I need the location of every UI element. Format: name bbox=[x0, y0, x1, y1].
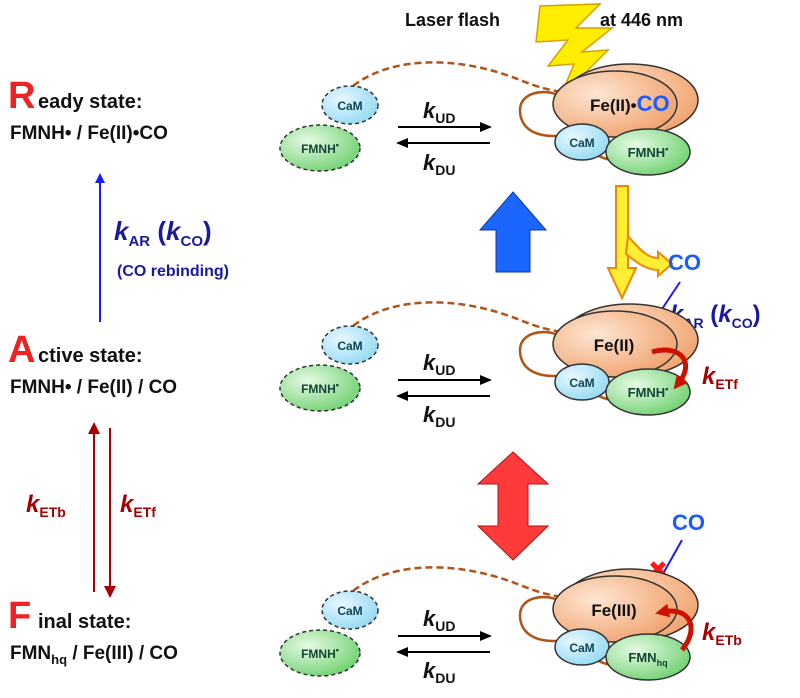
fmn-domain-free bbox=[279, 629, 361, 677]
cam-domain-free bbox=[321, 590, 379, 630]
linker-dashed bbox=[344, 61, 569, 94]
co-released-label: CO bbox=[668, 250, 701, 275]
ready-row: CaM FMNH• kUD kDU Fe(II)•CO CaM FMNH• bbox=[279, 61, 699, 178]
k-ud-label: kUD bbox=[423, 98, 455, 126]
k-etb-right-label: kETb bbox=[702, 619, 742, 648]
yellow-branch-arrow bbox=[624, 233, 674, 279]
electron-transfer-back-arrow bbox=[655, 603, 694, 652]
laser-flash-label: Laser flash bbox=[405, 10, 500, 30]
k-ar-label: kAR (kCO) bbox=[114, 216, 212, 250]
k-etb-left-label: kETb bbox=[26, 491, 66, 520]
ready-title: eady state: bbox=[38, 91, 143, 113]
cam-domain-bound bbox=[554, 363, 610, 401]
cam-label: CaM bbox=[569, 641, 594, 655]
fe-ii-co-label: Fe(II)•CO bbox=[590, 91, 670, 116]
fmnh-label: FMNH• bbox=[628, 144, 669, 160]
active-title: ctive state: bbox=[38, 345, 143, 367]
final-row: CaM FMNH• kUD kDU Fe(III) CaM FMNhq kETb bbox=[279, 566, 742, 686]
cam-label: CaM bbox=[569, 136, 594, 150]
co-blocked-label: CO bbox=[672, 510, 705, 535]
cam-label: CaM bbox=[569, 376, 594, 390]
k-ud-label: kUD bbox=[423, 350, 455, 378]
fmnh-label: FMNH• bbox=[301, 140, 339, 156]
cam-domain-bound bbox=[554, 628, 610, 666]
fmn-domain-bound bbox=[605, 633, 691, 681]
fmn-domain-free bbox=[279, 124, 361, 172]
linker-dashed bbox=[344, 566, 569, 599]
fmnh-label: FMNH• bbox=[628, 384, 669, 400]
final-title: inal state: bbox=[38, 611, 131, 633]
fmn-domain-bound bbox=[605, 368, 691, 416]
k-du-label: kDU bbox=[423, 150, 455, 178]
k-etf-left-label: kETf bbox=[120, 491, 156, 520]
cam-label: CaM bbox=[337, 99, 362, 113]
ready-species: FMNH• / Fe(II)•CO bbox=[10, 123, 168, 144]
k-ar-right-label: kAR (kCO) bbox=[670, 301, 761, 331]
fmn-domain-free bbox=[279, 364, 361, 412]
active-species: FMNH• / Fe(II) / CO bbox=[10, 377, 177, 398]
ready-initial: R bbox=[8, 75, 35, 117]
electron-transfer-forward-arrow bbox=[651, 347, 689, 390]
fmn-domain-bound bbox=[605, 128, 691, 176]
fmnh-label: FMNH• bbox=[301, 645, 339, 661]
active-row: CaM FMNH• kUD kDU Fe(II) CaM FMNH• kETf bbox=[279, 301, 738, 430]
big-red-double-arrow bbox=[476, 451, 550, 561]
linker-dashed bbox=[344, 301, 569, 334]
yellow-down-arrow bbox=[606, 185, 638, 301]
k-etf-right-label: kETf bbox=[702, 363, 738, 392]
cam-domain-bound bbox=[554, 123, 610, 161]
fe-iii-label: Fe(III) bbox=[591, 601, 636, 620]
big-blue-up-arrow bbox=[478, 191, 548, 273]
cam-domain-free bbox=[321, 325, 379, 365]
fmnh-label: FMNH• bbox=[301, 380, 339, 396]
k-du-label: kDU bbox=[423, 658, 455, 686]
laser-wavelength-label: at 446 nm bbox=[600, 10, 683, 30]
fmn-hq-label: FMNhq bbox=[628, 650, 667, 668]
ready-state-label: R eady state: FMNH• / Fe(II)•CO bbox=[8, 75, 168, 144]
cam-label: CaM bbox=[337, 604, 362, 618]
co-rebinding-label: (CO rebinding) bbox=[117, 263, 229, 280]
active-state-label: A ctive state: FMNH• / Fe(II) / CO bbox=[8, 329, 177, 398]
k-ud-label: kUD bbox=[423, 606, 455, 634]
cam-domain-free bbox=[321, 85, 379, 125]
final-state-label: F inal state: FMNhq / Fe(III) / CO bbox=[8, 595, 178, 667]
active-initial: A bbox=[8, 329, 35, 371]
fe-ii-label: Fe(II) bbox=[594, 336, 635, 355]
final-species: FMNhq / Fe(III) / CO bbox=[10, 643, 178, 667]
final-initial: F bbox=[8, 595, 31, 637]
cam-label: CaM bbox=[337, 339, 362, 353]
k-du-label: kDU bbox=[423, 402, 455, 430]
